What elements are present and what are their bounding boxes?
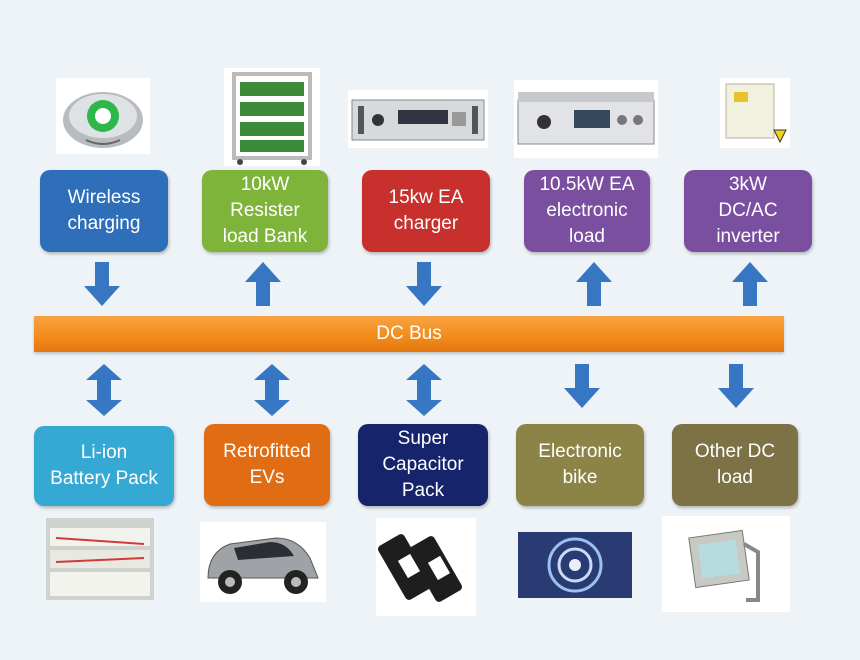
arrow-down-icon [406, 262, 442, 306]
battery-pack-box: Li-ion Battery Pack [34, 426, 174, 506]
wireless-charger-image [56, 78, 150, 154]
floodlight-image [662, 516, 790, 612]
ea-charger-box: 15kw EA charger [362, 170, 490, 252]
resistor-load-bank-image [224, 68, 320, 166]
electronic-bike-box: Electronic bike [516, 424, 644, 506]
inverter-image [720, 78, 790, 148]
resistor-load-bank-box: 10kW Resister load Bank [202, 170, 328, 252]
supercapacitor-box: Super Capacitor Pack [358, 424, 488, 506]
arrow-up-icon [245, 262, 281, 306]
battery-pack-image [46, 518, 154, 600]
supercapacitor-image [376, 518, 476, 616]
arrow-bidirectional-icon [406, 364, 442, 416]
dc-bus: DC Bus [34, 316, 784, 352]
arrow-down-icon [718, 364, 754, 408]
electric-car-image [200, 522, 326, 602]
arrow-up-icon [732, 262, 768, 306]
inverter-box: 3kW DC/AC inverter [684, 170, 812, 252]
arrow-up-icon [576, 262, 612, 306]
other-dc-load-box: Other DC load [672, 424, 798, 506]
electronic-bike-image [518, 532, 632, 598]
ea-electronic-load-box: 10.5kW EA electronic load [524, 170, 650, 252]
arrow-down-icon [564, 364, 600, 408]
ea-charger-image [348, 90, 488, 148]
arrow-down-icon [84, 262, 120, 306]
arrow-bidirectional-icon [86, 364, 122, 416]
wireless-charging-box: Wireless charging [40, 170, 168, 252]
ea-electronic-load-image [514, 80, 658, 158]
arrow-bidirectional-icon [254, 364, 290, 416]
retrofitted-evs-box: Retrofitted EVs [204, 424, 330, 506]
